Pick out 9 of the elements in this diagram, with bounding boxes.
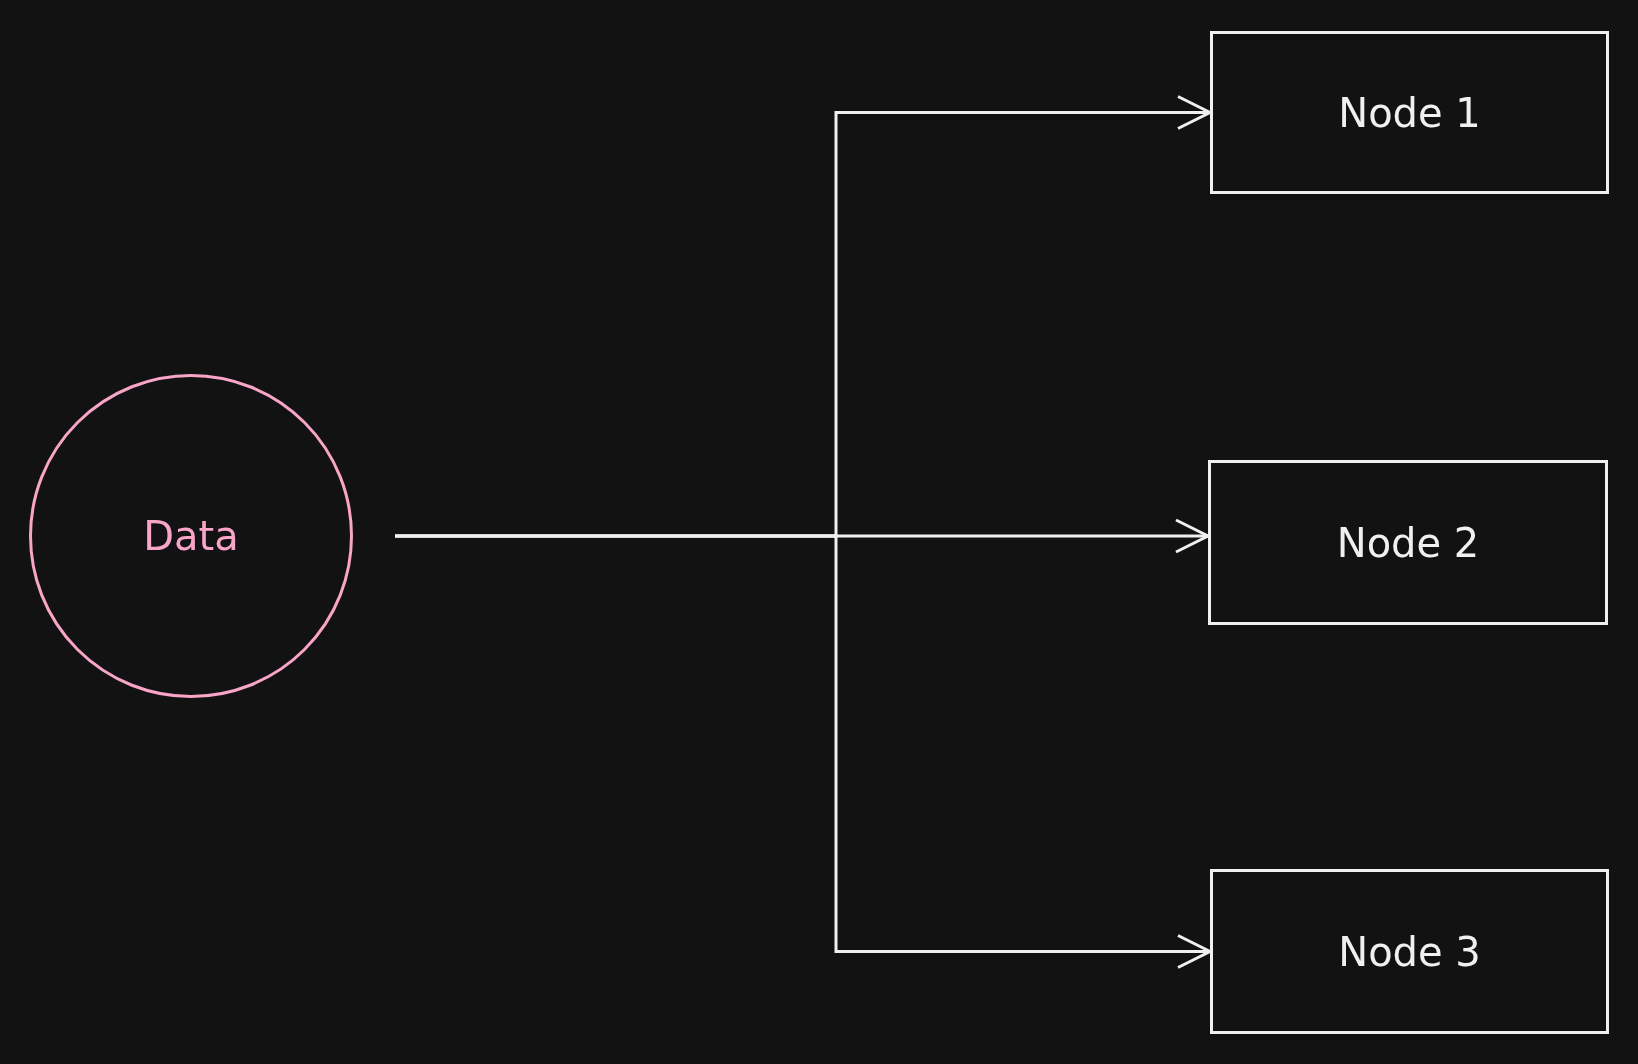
- node-label: Node 2: [1336, 519, 1480, 566]
- arrow: [395, 534, 1212, 969]
- node-label: Node 1: [1338, 89, 1481, 136]
- data-circle: [29, 374, 353, 698]
- node-label: Data: [143, 513, 239, 559]
- process-box: [1210, 31, 1609, 194]
- process-box: [1210, 869, 1609, 1034]
- node-label: Node 3: [1338, 928, 1481, 975]
- process-box: [1208, 460, 1608, 625]
